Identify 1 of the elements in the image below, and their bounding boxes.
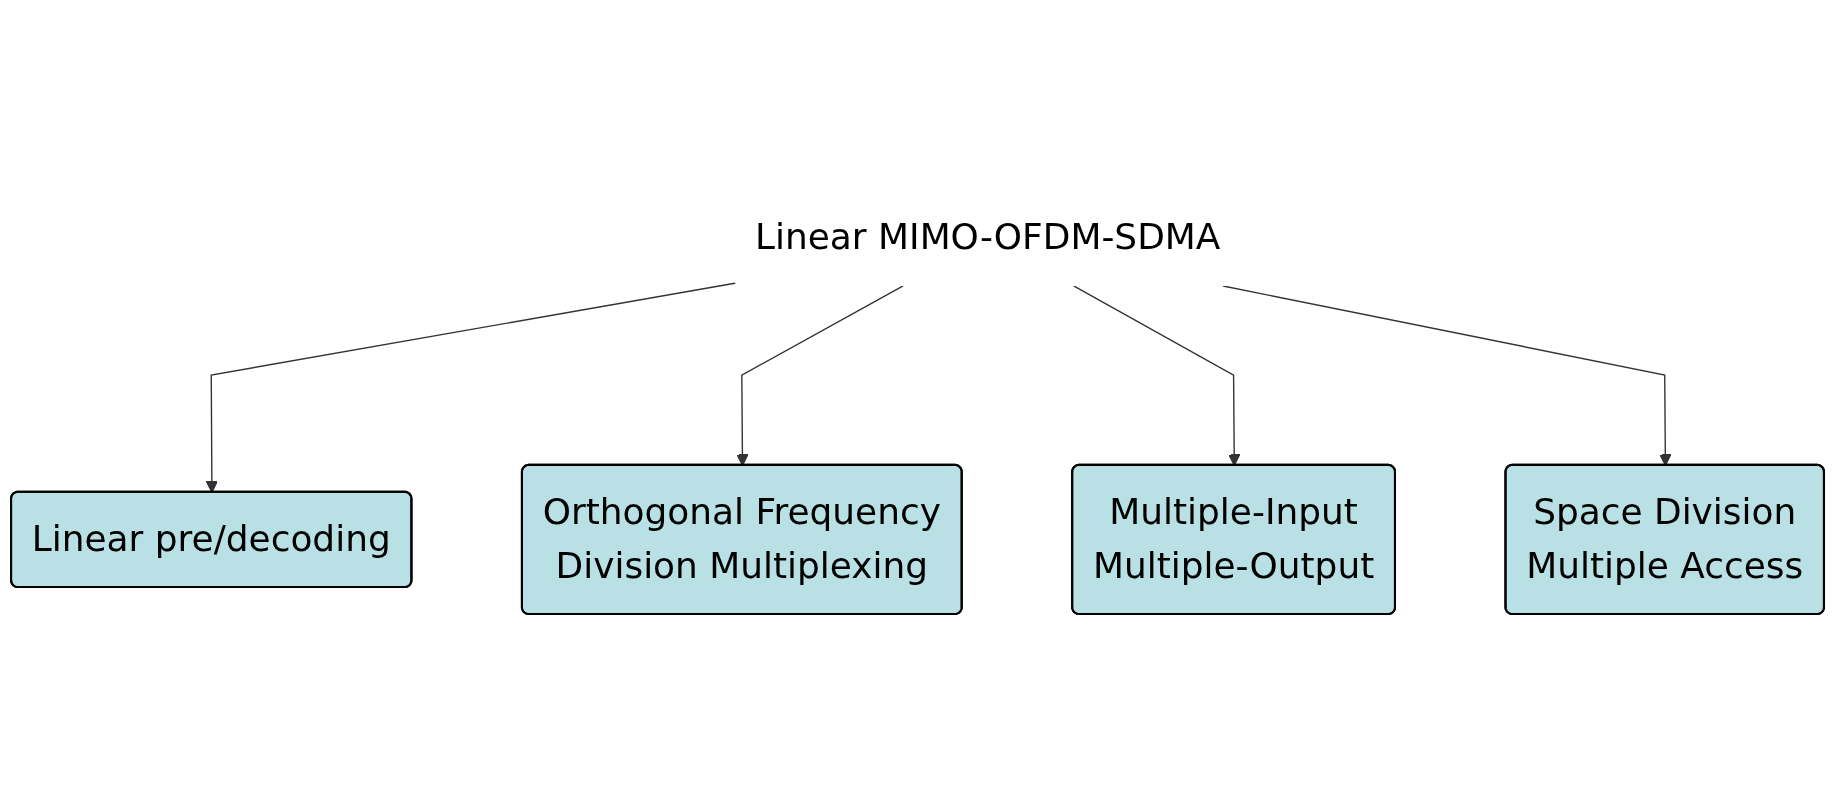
node-text: Linear MIMO-OFDM-SDMA (755, 216, 1221, 258)
